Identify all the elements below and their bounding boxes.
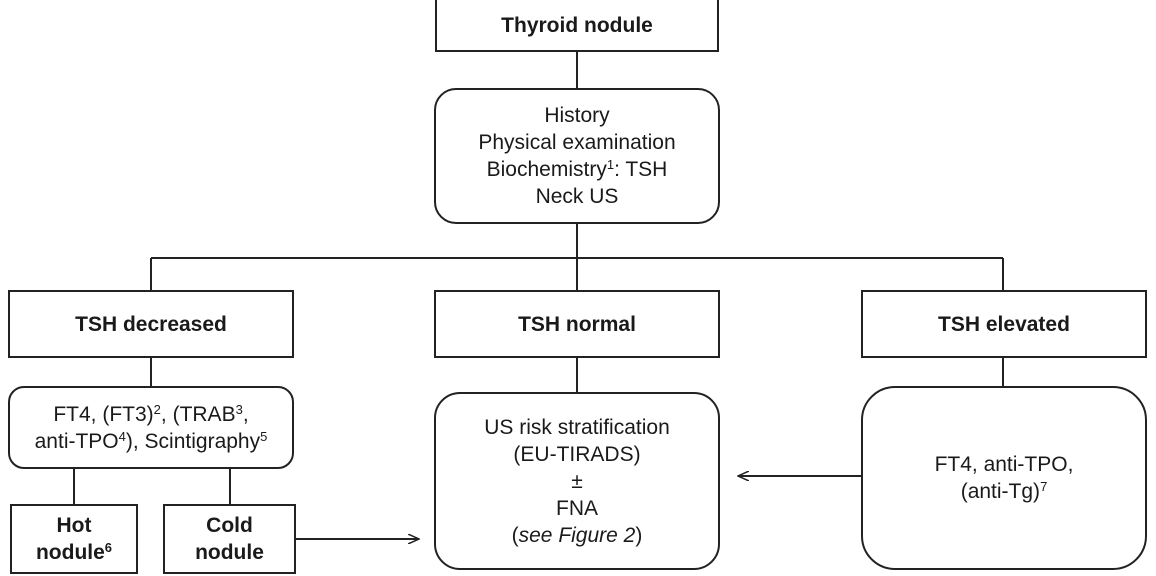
thyroid-nodule-box: Thyroid nodule (435, 0, 719, 52)
workup-physical-exam: Physical examination (478, 131, 676, 154)
cold-nodule-box: Cold nodule (163, 504, 296, 574)
us-risk-stratification: US risk stratification (484, 415, 670, 439)
us-risk-plus-minus: ± (571, 469, 583, 493)
us-risk-eu-tirads: (EU-TIRADS) (513, 442, 641, 466)
decreased-tests-line1: FT4, (FT3)2, (TRAB3, (53, 401, 249, 426)
hot-nodule-line1: Hot (56, 514, 92, 537)
workup-box: History Physical examination Biochemistr… (434, 88, 720, 224)
tsh-decreased-label: TSH decreased (75, 312, 227, 336)
decreased-tests-line2: anti-TPO4), Scintigraphy5 (34, 428, 268, 453)
elevated-tests-box: FT4, anti-TPO, (anti-Tg)7 (861, 386, 1147, 570)
tsh-normal-box: TSH normal (434, 290, 720, 358)
workup-biochemistry: Biochemistry1: TSH (486, 157, 668, 181)
tsh-decreased-box: TSH decreased (8, 290, 294, 358)
us-risk-see-figure: (see Figure 2) (511, 523, 643, 547)
us-risk-fna: FNA (556, 496, 598, 520)
elevated-tests-line2: (anti-Tg)7 (960, 479, 1048, 503)
cold-nodule-line2: nodule (195, 541, 264, 564)
thyroid-nodule-label: Thyroid nodule (501, 13, 653, 37)
cold-nodule-line1: Cold (206, 514, 253, 537)
workup-neck-us: Neck US (535, 185, 619, 208)
decreased-tests-box: FT4, (FT3)2, (TRAB3, anti-TPO4), Scintig… (8, 386, 294, 469)
tsh-elevated-box: TSH elevated (861, 290, 1147, 358)
hot-nodule-line2: nodule6 (35, 540, 113, 564)
tsh-elevated-label: TSH elevated (938, 312, 1070, 336)
elevated-tests-line1: FT4, anti-TPO, (934, 453, 1074, 476)
workup-history: History (544, 104, 610, 127)
hot-nodule-box: Hot nodule6 (10, 504, 138, 574)
us-risk-box: US risk stratification (EU-TIRADS) ± FNA… (434, 392, 720, 570)
tsh-normal-label: TSH normal (518, 312, 636, 336)
